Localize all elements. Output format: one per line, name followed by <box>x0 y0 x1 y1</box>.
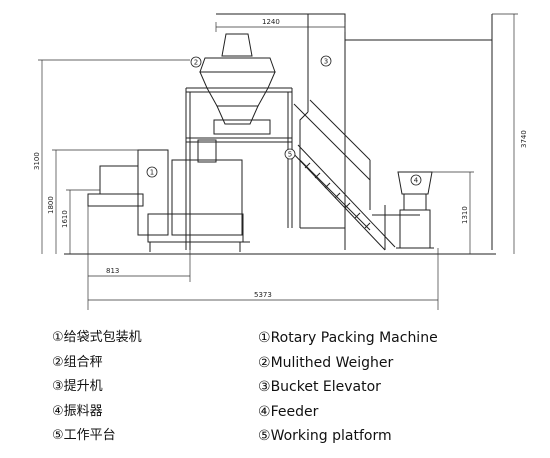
legend-number: ① <box>258 330 271 346</box>
feeder <box>396 171 434 249</box>
legend-number: ⑤ <box>52 428 64 443</box>
legend-label: Working platform <box>270 428 392 444</box>
dim-left-offset: 813 <box>106 267 119 275</box>
legend-en-item: ④Feeder <box>258 400 438 425</box>
legend-label: 组合秤 <box>63 354 103 370</box>
callout-1: 1 <box>150 169 154 177</box>
legend-label: Bucket Elevator <box>270 379 381 395</box>
dim-top-width: 1240 <box>262 18 280 26</box>
legend-label: 提升机 <box>63 379 103 394</box>
legend-cn-item: ④振料器 <box>52 400 142 425</box>
legend-number: ⑤ <box>258 428 271 444</box>
callout-5: 5 <box>288 151 292 159</box>
callout-4: 4 <box>414 177 419 185</box>
callout-2: 2 <box>194 59 198 67</box>
legend-english: ①Rotary Packing Machine ②Mulithed Weighe… <box>258 326 438 449</box>
legend-number: ① <box>52 330 64 345</box>
legend-label: Rotary Packing Machine <box>270 330 438 346</box>
callout-circle-2 <box>190 56 202 68</box>
legend-label: 给袋式包装机 <box>63 330 142 345</box>
rotary-packing-machine <box>87 139 250 252</box>
legend-number: ③ <box>258 379 271 395</box>
legend-cn-item: ①给袋式包装机 <box>52 326 142 351</box>
legend-number: ② <box>258 354 271 371</box>
legend-en-item: ③Bucket Elevator <box>258 375 438 400</box>
legend-en-item: ⑤Working platform <box>258 424 438 449</box>
legend-label: Mulithed Weigher <box>270 354 394 371</box>
dim-total-length: 5373 <box>254 291 272 299</box>
callout-circle-5 <box>284 148 296 160</box>
legend-label: Feeder <box>270 403 319 420</box>
legend-cn-item: ②组合秤 <box>52 351 142 376</box>
callout-3: 3 <box>324 58 328 66</box>
legend-number: ② <box>52 354 64 370</box>
weigher-frame <box>185 87 293 250</box>
machine-layout-drawing: 1240 3100 3740 1800 1610 1310 813 5373 1… <box>33 13 528 310</box>
dim-table-height: 1610 <box>61 210 69 228</box>
legend-label: 工作平台 <box>63 428 116 443</box>
legend-en-item: ②Mulithed Weigher <box>258 351 438 376</box>
callout-circle-1 <box>146 166 158 178</box>
dimension-lines <box>38 13 518 310</box>
dim-machine-height: 1800 <box>47 196 55 214</box>
dim-feeder-height: 1310 <box>461 206 469 224</box>
callout-circle-3 <box>320 55 332 67</box>
legend-label: 振料器 <box>63 403 103 419</box>
multihead-weigher <box>199 33 276 135</box>
legend-en-item: ①Rotary Packing Machine <box>258 326 438 351</box>
dim-total-height: 3100 <box>33 152 41 170</box>
legend-number: ③ <box>52 379 64 394</box>
callout-circle-4 <box>410 174 422 186</box>
legend-number: ④ <box>52 403 64 419</box>
dim-overall-height: 3740 <box>520 130 528 148</box>
legend-cn-item: ⑤工作平台 <box>52 424 142 449</box>
legend-cn-item: ③提升机 <box>52 375 142 400</box>
working-platform <box>289 99 420 251</box>
legend-chinese: ①给袋式包装机 ②组合秤 ③提升机 ④振料器 ⑤工作平台 <box>52 326 142 449</box>
legend-number: ④ <box>258 403 271 420</box>
